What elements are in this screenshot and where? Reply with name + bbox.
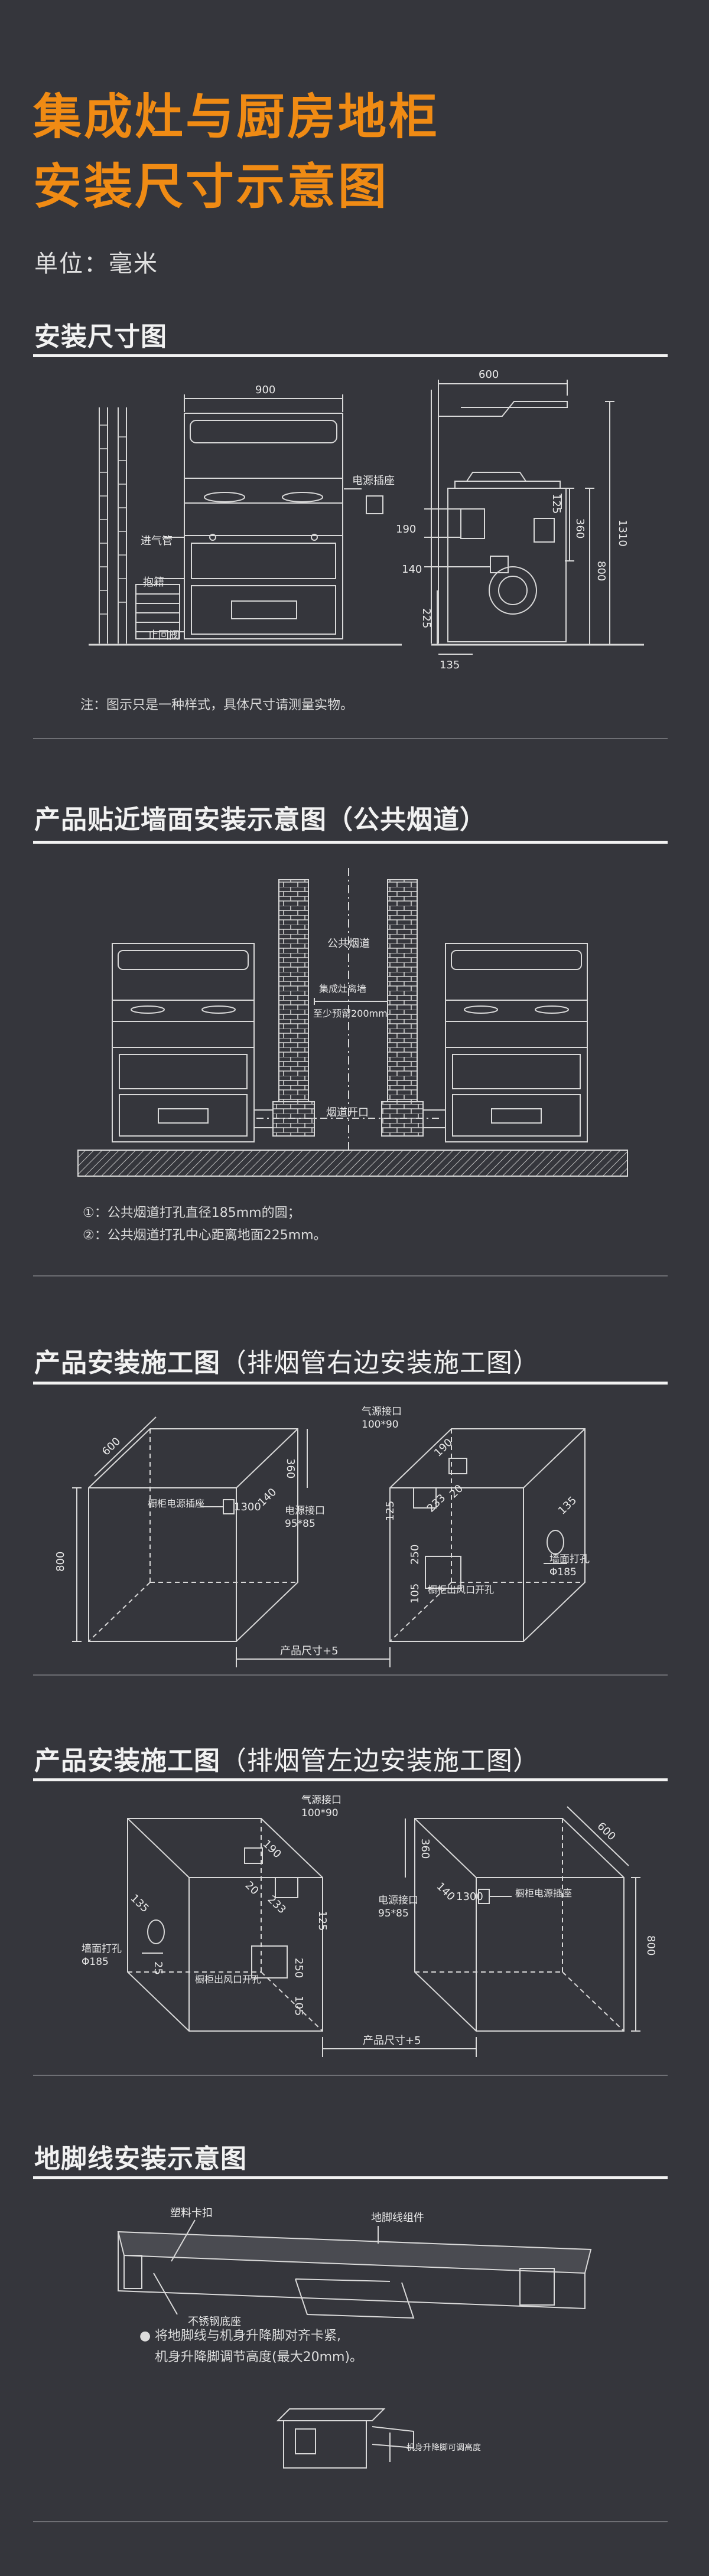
section-title-kickboard: 地脚线安装示意图 bbox=[34, 2144, 247, 2174]
l-socket-label: 橱柜电源插座 bbox=[515, 1888, 572, 1899]
construction-diagram-left: 气源接口 100*90 190 125 20 233 135 墙面打孔 Φ185… bbox=[82, 1795, 657, 2057]
page-title-line2: 安装尺寸示意图 bbox=[33, 159, 389, 215]
page-title-line1: 集成灶与厨房地柜 bbox=[33, 89, 440, 145]
section-title-dimensions: 安装尺寸图 bbox=[34, 322, 167, 352]
dim-360: 360 bbox=[574, 518, 586, 538]
r-dim-105: 105 bbox=[409, 1584, 421, 1604]
r-outlet-label: 橱柜出风口开孔 bbox=[428, 1584, 494, 1595]
dim-1310: 1310 bbox=[616, 520, 629, 547]
l-gas-port-label: 气源接口 bbox=[301, 1795, 342, 1806]
public-flue-label: 公共烟道 bbox=[327, 938, 370, 950]
section1-note: 注：图示只是一种样式，具体尺寸请测量实物。 bbox=[80, 698, 354, 713]
section-separator bbox=[33, 2521, 668, 2522]
l-power-port-label: 电源接口 bbox=[378, 1895, 418, 1906]
l-gas-size: 100*90 bbox=[301, 1807, 339, 1819]
r-dim-20: 20 bbox=[447, 1483, 466, 1501]
r-dim-233: 233 bbox=[425, 1492, 448, 1515]
section-separator bbox=[33, 1674, 668, 1676]
r-dim-360: 360 bbox=[284, 1458, 297, 1478]
section-separator bbox=[33, 2075, 668, 2076]
l-dim-20: 20 bbox=[243, 1879, 261, 1897]
flue-note-2: ②：公共烟道打孔中心距离地面225mm。 bbox=[83, 1228, 327, 1243]
construction-diagram-right: 600 800 360 橱柜电源插座 1300 140 电源接口 95*85 气… bbox=[54, 1406, 590, 1667]
r-socket-label: 橱柜电源插座 bbox=[148, 1498, 204, 1509]
l-dim-140: 140 bbox=[434, 1880, 457, 1903]
foot-height-label: 机身升降脚可调高度 bbox=[406, 2443, 481, 2453]
l-dim-135: 135 bbox=[128, 1892, 151, 1915]
dim-190: 190 bbox=[396, 523, 416, 536]
valve-label: 止回阀 bbox=[148, 629, 180, 642]
l-dim-190: 190 bbox=[261, 1837, 284, 1860]
section4-subtitle: （排烟管左边安装施工图） bbox=[220, 1746, 539, 1776]
dim-800: 800 bbox=[595, 561, 607, 581]
l-size-label: 产品尺寸+5 bbox=[363, 2035, 421, 2047]
unit-label: 单位：毫米 bbox=[34, 250, 158, 277]
air-pipe-label: 进气管 bbox=[141, 535, 173, 547]
l-dim-25: 25 bbox=[152, 1961, 164, 1975]
r-dim-125: 125 bbox=[384, 1501, 396, 1521]
section4-title: 产品安装施工图 bbox=[34, 1746, 220, 1776]
l-power-size: 95*85 bbox=[378, 1908, 409, 1919]
section-rule bbox=[33, 1382, 668, 1385]
section-rule bbox=[33, 354, 668, 357]
section-title-construction-left: 产品安装施工图（排烟管左边安装施工图） bbox=[34, 1739, 539, 1777]
wall-install-diagram: 公共烟道 集成灶离墙 至少预留200mm 烟道开口 bbox=[77, 868, 628, 1177]
l-dim-1300: 1300 bbox=[456, 1891, 483, 1903]
r-hole-size: Φ185 bbox=[549, 1566, 577, 1578]
r-power-size: 95*85 bbox=[285, 1518, 316, 1530]
r-dim-600: 600 bbox=[100, 1435, 123, 1458]
flue-note-1: ①：公共烟道打孔直径185mm的圆； bbox=[83, 1206, 301, 1220]
steel-base-label: 不锈钢底座 bbox=[188, 2316, 241, 2328]
kickboard-note-2: 机身升降脚调节高度(最大20mm)。 bbox=[155, 2350, 363, 2365]
drawer-label: 抱籍 bbox=[143, 576, 164, 589]
r-size-label: 产品尺寸+5 bbox=[280, 1645, 339, 1657]
l-dim-105: 105 bbox=[292, 1996, 305, 2016]
l-dim-800: 800 bbox=[645, 1935, 657, 1955]
kickboard-diagram: 塑料卡扣 地脚线组件 不锈钢底座 机身升降脚可调高度 bbox=[117, 2207, 592, 2469]
l-hole-size: Φ185 bbox=[82, 1956, 109, 1968]
l-outlet-label: 橱柜出风口开孔 bbox=[195, 1974, 261, 1985]
dim-135: 135 bbox=[440, 659, 460, 671]
dim-225: 225 bbox=[420, 608, 432, 628]
dim-140: 140 bbox=[402, 563, 422, 576]
l-dim-360: 360 bbox=[419, 1839, 431, 1859]
kickboard-note-bullet: ● bbox=[139, 2329, 151, 2343]
dim-600: 600 bbox=[479, 368, 499, 381]
page-title: 集成灶与厨房地柜 安装尺寸示意图 bbox=[33, 83, 440, 222]
power-socket-label: 电源插座 bbox=[352, 475, 395, 487]
wall-gap-label-1: 集成灶离墙 bbox=[319, 983, 366, 994]
r-dim-800: 800 bbox=[54, 1552, 67, 1572]
r-dim-250: 250 bbox=[409, 1545, 421, 1565]
r-hole-label: 墙面打孔 bbox=[549, 1553, 590, 1565]
kickboard-assembly-label: 地脚线组件 bbox=[371, 2212, 424, 2224]
section-separator bbox=[33, 1275, 668, 1276]
l-dim-600: 600 bbox=[595, 1820, 618, 1843]
plastic-clip-label: 塑料卡扣 bbox=[170, 2207, 213, 2219]
r-gas-size: 100*90 bbox=[362, 1419, 399, 1431]
r-power-port-label: 电源接口 bbox=[285, 1505, 325, 1517]
dim-125: 125 bbox=[550, 494, 562, 514]
section-title-wall-install: 产品贴近墙面安装示意图（公共烟道） bbox=[34, 805, 486, 835]
l-dim-233: 233 bbox=[265, 1893, 288, 1916]
r-dim-1300: 1300 bbox=[234, 1501, 261, 1513]
installation-dimension-diagram: 900 600 电源插座 进气管 抱籍 止回阀 1310 800 360 125… bbox=[89, 368, 644, 671]
l-dim-250: 250 bbox=[292, 1958, 305, 1978]
r-gas-port-label: 气源接口 bbox=[362, 1406, 402, 1418]
section3-title: 产品安装施工图 bbox=[34, 1348, 220, 1378]
flue-opening-label: 烟道开口 bbox=[326, 1106, 369, 1119]
l-dim-125: 125 bbox=[316, 1911, 329, 1931]
wall-gap-label-2: 至少预留200mm bbox=[313, 1008, 388, 1019]
kickboard-note-1: 将地脚线与机身升降脚对齐卡紧, bbox=[155, 2329, 341, 2343]
section-rule bbox=[33, 2176, 668, 2179]
dim-900: 900 bbox=[255, 384, 275, 396]
section-separator bbox=[33, 738, 668, 739]
section-title-construction-right: 产品安装施工图（排烟管右边安装施工图） bbox=[34, 1341, 539, 1379]
l-hole-label: 墙面打孔 bbox=[82, 1943, 122, 1955]
section3-subtitle: （排烟管右边安装施工图） bbox=[220, 1348, 539, 1378]
section-rule bbox=[33, 841, 668, 844]
section-rule bbox=[33, 1778, 668, 1781]
r-dim-135: 135 bbox=[556, 1494, 579, 1517]
